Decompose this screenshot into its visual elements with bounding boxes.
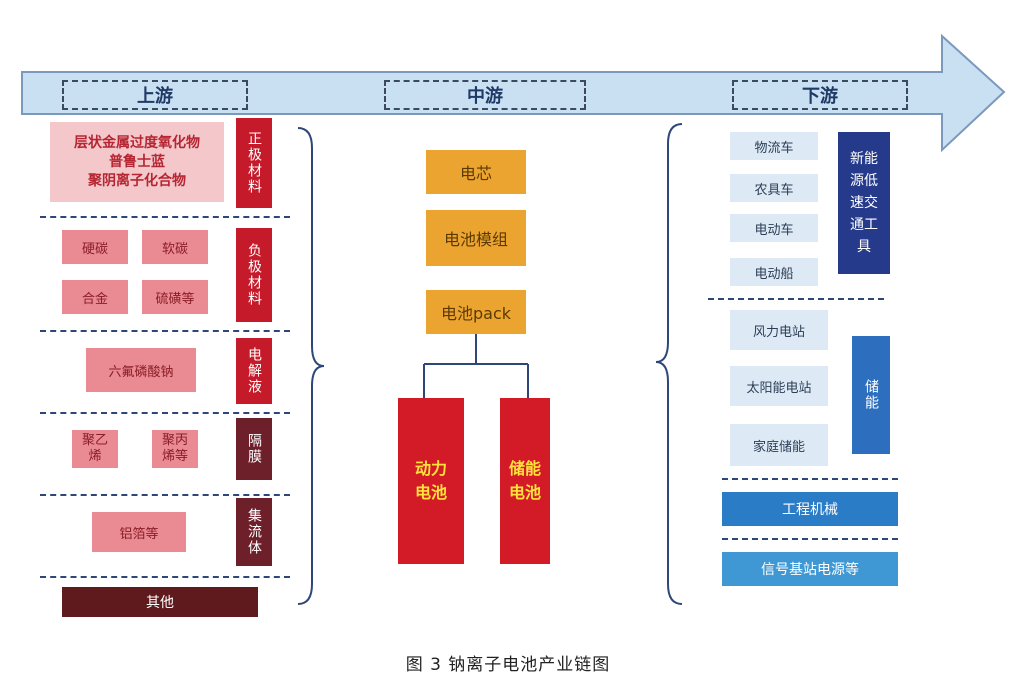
electrolyte-label: 电解液 xyxy=(236,338,272,404)
downstream-brace xyxy=(655,123,683,605)
vehicle-label-box: 新能源低速交通工具 xyxy=(838,132,890,274)
divider xyxy=(40,494,290,496)
storage-label: 储能 xyxy=(852,336,890,454)
separator-item-label: 聚丙烯等 xyxy=(161,433,188,464)
storage-battery-box: 储能电池 xyxy=(500,398,550,564)
cathode-item: 普鲁士蓝 xyxy=(109,153,165,170)
divider xyxy=(40,576,290,578)
anode-item: 软碳 xyxy=(142,230,208,264)
cathode-item: 层状金属过度氧化物 xyxy=(74,134,200,151)
vehicle-item: 电动车 xyxy=(730,214,818,242)
anode-label: 负极材料 xyxy=(236,228,272,322)
cathode-item: 聚阴离子化合物 xyxy=(88,172,186,189)
cell-box: 电芯 xyxy=(426,150,526,194)
storage-battery-label: 储能电池 xyxy=(508,459,541,502)
stage-midstream-label: 中游 xyxy=(467,86,503,107)
figure-caption: 图 3 钠离子电池产业链图 xyxy=(405,654,611,675)
power-battery-label: 动力电池 xyxy=(414,459,447,502)
collector-label: 集流体 xyxy=(236,498,272,566)
cathode-box: 层状金属过度氧化物 普鲁士蓝 聚阴离子化合物 xyxy=(50,122,224,202)
divider xyxy=(40,412,290,414)
power-battery-box: 动力电池 xyxy=(398,398,464,564)
separator-label: 隔膜 xyxy=(236,418,272,480)
module-box: 电池模组 xyxy=(426,210,526,266)
vehicle-item: 物流车 xyxy=(730,132,818,160)
storage-item: 太阳能电站 xyxy=(730,366,828,406)
stage-downstream-label: 下游 xyxy=(802,86,838,107)
stage-downstream: 下游 xyxy=(732,80,908,110)
divider xyxy=(722,538,898,540)
separator-item: 聚丙烯等 xyxy=(152,430,198,468)
anode-item: 硬碳 xyxy=(62,230,128,264)
stage-upstream: 上游 xyxy=(62,80,248,110)
divider xyxy=(40,216,290,218)
vehicle-item: 农具车 xyxy=(730,174,818,202)
divider xyxy=(722,478,898,480)
anode-item: 硫磺等 xyxy=(142,280,208,314)
flow-arrow xyxy=(21,33,1006,153)
separator-item: 聚乙烯 xyxy=(72,430,118,468)
storage-item: 风力电站 xyxy=(730,310,828,350)
anode-item: 合金 xyxy=(62,280,128,314)
collector-item: 铝箔等 xyxy=(92,512,186,552)
pack-box: 电池pack xyxy=(426,290,526,334)
other-box: 其他 xyxy=(62,587,258,617)
base-station-box: 信号基站电源等 xyxy=(722,552,898,586)
divider xyxy=(40,330,290,332)
machinery-box: 工程机械 xyxy=(722,492,898,526)
vehicle-item: 电动船 xyxy=(730,258,818,286)
divider xyxy=(708,298,884,300)
storage-item: 家庭储能 xyxy=(730,424,828,466)
cathode-label: 正极材料 xyxy=(236,118,272,208)
connector-lines xyxy=(423,334,529,398)
electrolyte-item: 六氟磷酸钠 xyxy=(86,348,196,392)
vehicle-label: 新能源低速交通工具 xyxy=(850,151,878,255)
stage-upstream-label: 上游 xyxy=(137,86,173,107)
stage-midstream: 中游 xyxy=(384,80,586,110)
upstream-brace xyxy=(297,127,325,605)
separator-item-label: 聚乙烯 xyxy=(81,433,108,464)
